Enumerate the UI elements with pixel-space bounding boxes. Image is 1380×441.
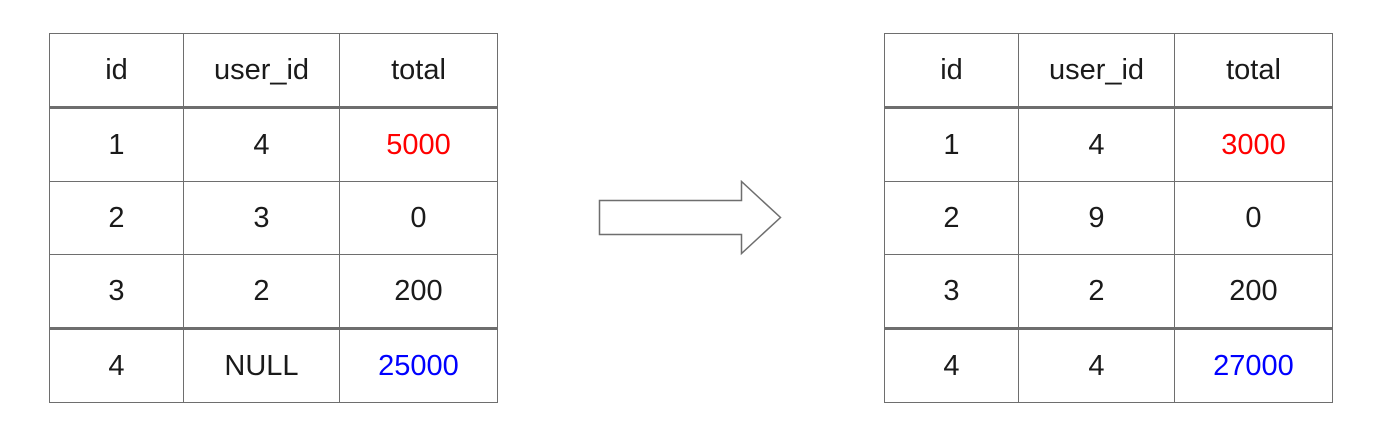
cell-id: 3 — [884, 254, 1019, 329]
cell-id: 4 — [49, 327, 184, 403]
header-user-id: user_id — [1018, 33, 1175, 109]
cell-id: 1 — [49, 107, 184, 182]
cell-total: 5000 — [339, 107, 498, 182]
right-arrow-icon — [598, 180, 782, 256]
cell-user-id: 9 — [1018, 181, 1175, 255]
cell-total: 25000 — [339, 327, 498, 403]
before-table: id user_id total 1 4 5000 2 3 0 3 2 200 … — [49, 33, 498, 403]
table-row: 1 4 3000 — [884, 107, 1333, 182]
cell-user-id: NULL — [183, 327, 340, 403]
table-row: 3 2 200 — [884, 254, 1333, 329]
table-row: 2 3 0 — [49, 181, 498, 255]
cell-user-id: 3 — [183, 181, 340, 255]
after-table: id user_id total 1 4 3000 2 9 0 3 2 200 … — [884, 33, 1333, 403]
table-row: 3 2 200 — [49, 254, 498, 329]
cell-total: 0 — [1174, 181, 1333, 255]
header-id: id — [884, 33, 1019, 109]
header-id: id — [49, 33, 184, 109]
cell-id: 1 — [884, 107, 1019, 182]
cell-total: 0 — [339, 181, 498, 255]
cell-id: 3 — [49, 254, 184, 329]
cell-id: 2 — [49, 181, 184, 255]
header-user-id: user_id — [183, 33, 340, 109]
table-row: 4 NULL 25000 — [49, 327, 498, 403]
table-row: 4 4 27000 — [884, 327, 1333, 403]
cell-user-id: 4 — [1018, 327, 1175, 403]
cell-total: 3000 — [1174, 107, 1333, 182]
cell-user-id: 2 — [1018, 254, 1175, 329]
header-total: total — [1174, 33, 1333, 109]
cell-user-id: 2 — [183, 254, 340, 329]
header-total: total — [339, 33, 498, 109]
cell-user-id: 4 — [183, 107, 340, 182]
cell-total: 200 — [339, 254, 498, 329]
cell-total: 27000 — [1174, 327, 1333, 403]
cell-id: 4 — [884, 327, 1019, 403]
table-header-row: id user_id total — [49, 33, 498, 109]
cell-id: 2 — [884, 181, 1019, 255]
table-row: 2 9 0 — [884, 181, 1333, 255]
table-header-row: id user_id total — [884, 33, 1333, 109]
table-row: 1 4 5000 — [49, 107, 498, 182]
cell-total: 200 — [1174, 254, 1333, 329]
cell-user-id: 4 — [1018, 107, 1175, 182]
